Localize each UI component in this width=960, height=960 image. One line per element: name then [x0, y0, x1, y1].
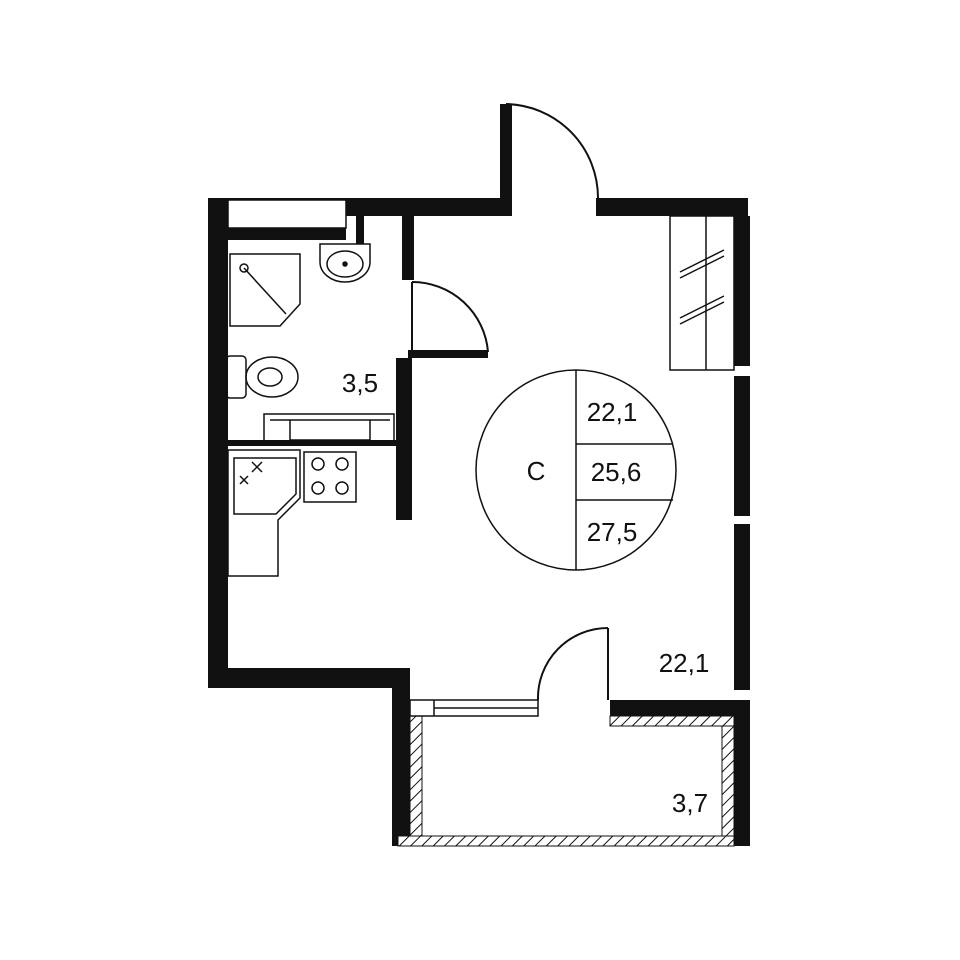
exterior-walls	[208, 104, 750, 846]
badge-total-area: 25,6	[591, 457, 642, 487]
badge-total-with-balcony: 27,5	[587, 517, 638, 547]
balcony-door[interactable]	[536, 627, 609, 701]
shower-icon	[229, 253, 301, 327]
toilet-icon	[225, 355, 299, 399]
area-badge: С 22,1 25,6 27,5	[475, 369, 677, 571]
kitchen-counter	[227, 449, 301, 577]
bathroom-area-label: 3,5	[342, 368, 378, 398]
bathroom-walls	[228, 216, 488, 520]
badge-living-area: 22,1	[587, 397, 638, 427]
balcony-area-label: 3,7	[672, 788, 708, 818]
entrance-door[interactable]	[505, 103, 599, 199]
wall-hatching	[397, 715, 735, 847]
sink-icon	[319, 243, 371, 283]
balcony-threshold	[409, 699, 539, 717]
bathroom-counter	[263, 413, 395, 443]
stove-icon	[303, 451, 357, 503]
bathroom-door[interactable]	[411, 280, 489, 353]
badge-type-letter: С	[527, 456, 546, 486]
room-area-label: 22,1	[659, 648, 710, 678]
wardrobe	[669, 215, 735, 371]
bathroom-window	[227, 199, 347, 229]
